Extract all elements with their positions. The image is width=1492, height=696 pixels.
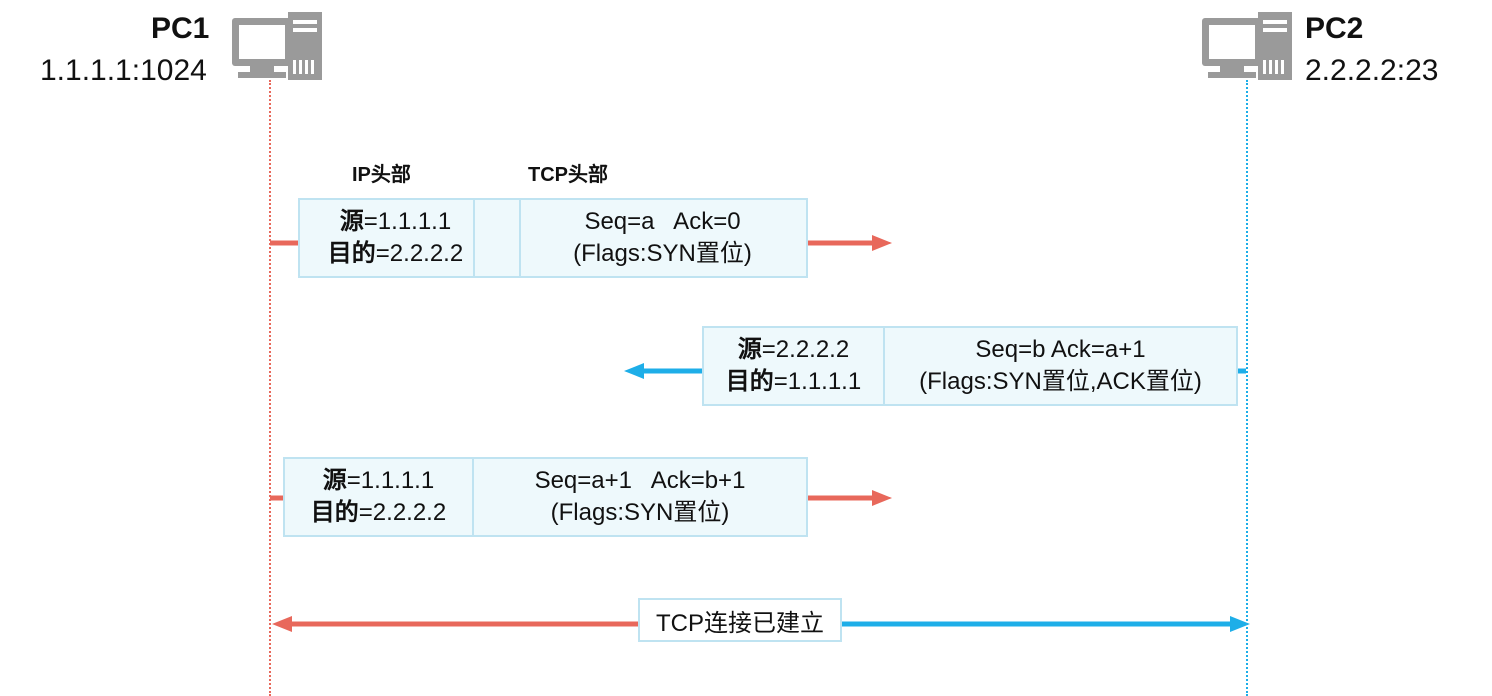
packet-2-source: 源=2.2.2.2	[737, 336, 850, 363]
pc1-name: PC1	[151, 12, 210, 45]
ip-header-label: IP头部	[352, 164, 411, 186]
packet1-arrowhead	[872, 235, 892, 251]
packet-3-seq-ack: Seq=a+1 Ack=b+1	[534, 467, 746, 494]
packet-2-ip-header: 源=2.2.2.2 目的=1.1.1.1	[704, 328, 885, 404]
pc2-lifeline	[1246, 80, 1248, 696]
established-left-arrowhead	[272, 616, 292, 632]
packet-2-seq-ack: Seq=b Ack=a+1	[975, 336, 1146, 363]
packet2-arrowhead	[624, 363, 644, 379]
packet-1-header-boundary	[473, 198, 521, 278]
packet-2-flags: (Flags:SYN置位,ACK置位)	[919, 368, 1202, 395]
pc2-name: PC2	[1305, 12, 1364, 45]
packet-1-source: 源=1.1.1.1	[339, 208, 452, 235]
packet-1-destination: 目的=2.2.2.2	[327, 240, 464, 267]
packet-3-source: 源=1.1.1.1	[322, 467, 435, 494]
pc2-address: 2.2.2.2:23	[1305, 54, 1439, 87]
packet3-arrowhead	[872, 490, 892, 506]
packet-2-destination: 目的=1.1.1.1	[725, 368, 862, 395]
packet-1-tcp-header: Seq=a Ack=0 (Flags:SYN置位)	[519, 200, 806, 276]
packet-3: 源=1.1.1.1 目的=2.2.2.2 Seq=a+1 Ack=b+1 (Fl…	[283, 457, 808, 537]
packet-1: 源=1.1.1.1 目的=2.2.2.2 Seq=a Ack=0 (Flags:…	[298, 198, 808, 278]
packet-1-seq-ack: Seq=a Ack=0	[584, 208, 741, 235]
pc1-lifeline	[269, 80, 271, 696]
packet-3-destination: 目的=2.2.2.2	[310, 499, 447, 526]
packet-1-ip-header: 源=1.1.1.1 目的=2.2.2.2	[300, 200, 475, 276]
packet-1-flags: (Flags:SYN置位)	[573, 240, 752, 267]
tcp-header-label: TCP头部	[528, 164, 608, 186]
packet-2: 源=2.2.2.2 目的=1.1.1.1 Seq=b Ack=a+1 (Flag…	[702, 326, 1238, 406]
packet-3-flags: (Flags:SYN置位)	[550, 499, 730, 526]
connection-established-label: TCP连接已建立	[638, 598, 842, 642]
packet-3-tcp-header: Seq=a+1 Ack=b+1 (Flags:SYN置位)	[474, 459, 806, 535]
packet-3-ip-header: 源=1.1.1.1 目的=2.2.2.2	[285, 459, 474, 535]
established-right-arrowhead	[1230, 616, 1250, 632]
pc1-address: 1.1.1.1:1024	[40, 54, 207, 87]
computer-icon	[232, 12, 322, 80]
packet-2-tcp-header: Seq=b Ack=a+1 (Flags:SYN置位,ACK置位)	[885, 328, 1236, 404]
computer-icon	[1202, 12, 1292, 80]
